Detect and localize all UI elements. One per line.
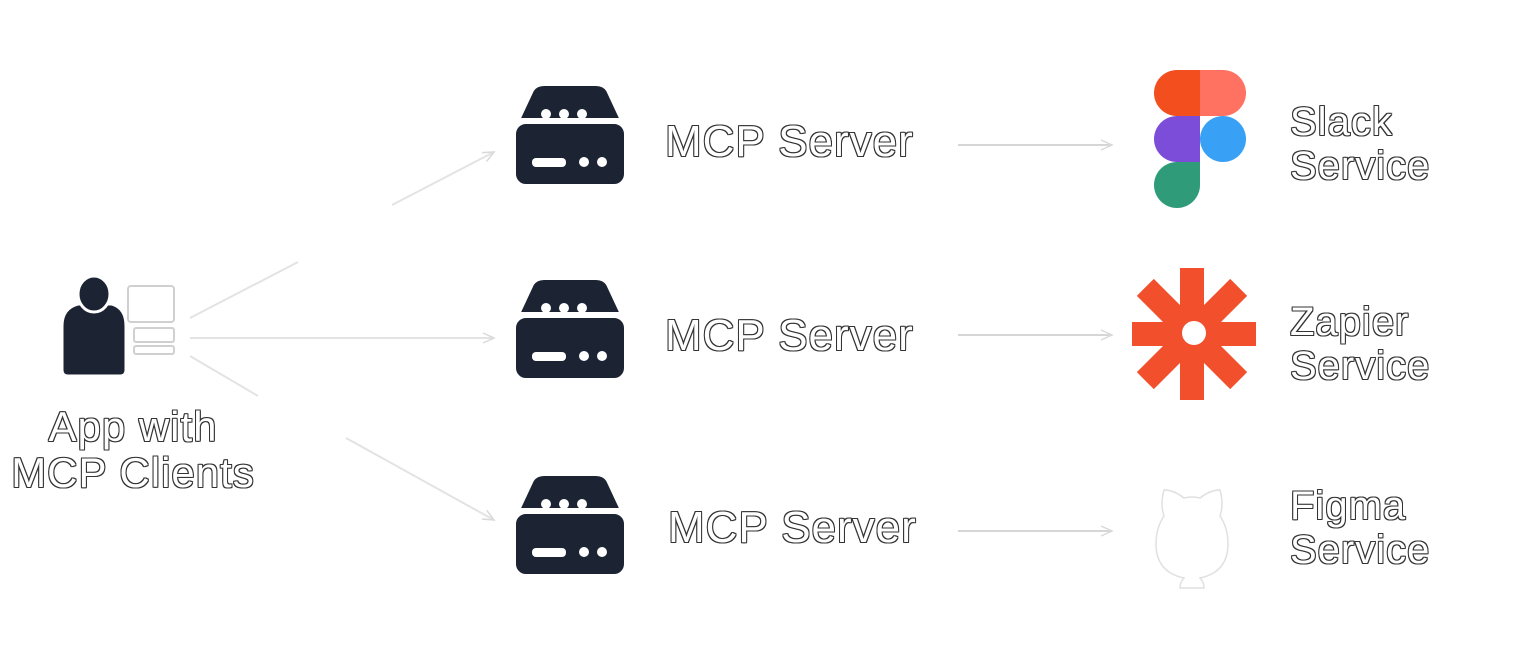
server-icon-2 xyxy=(512,276,628,382)
github-logo-icon xyxy=(1155,489,1229,589)
connector-client-server-1-head xyxy=(391,151,496,206)
service-label-1-line2: Service xyxy=(1290,144,1431,188)
server-icon-3 xyxy=(512,472,628,578)
client-label: App with MCP Clients xyxy=(8,403,258,497)
service-label-2: Zapier Service xyxy=(1290,300,1430,388)
server-label-1: MCP Server xyxy=(665,117,914,166)
server-to-service-connectors xyxy=(958,139,1114,537)
service-label-3-line1: Figma xyxy=(1290,484,1407,528)
connector-client-server-3-head xyxy=(345,437,496,521)
service-label-2-line2: Service xyxy=(1290,344,1431,388)
service-label-3-line2: Service xyxy=(1290,528,1431,572)
client-label-line1: App with xyxy=(48,403,218,450)
connector-client-server-1 xyxy=(189,261,299,319)
server-label-3: MCP Server xyxy=(668,503,917,552)
figma-logo-icon xyxy=(1154,70,1246,208)
server-icon-1 xyxy=(512,82,628,188)
service-label-3: Figma Service xyxy=(1290,484,1430,572)
service-label-2-line1: Zapier xyxy=(1290,300,1410,344)
connector-client-server-3 xyxy=(189,355,259,397)
client-label-line2: MCP Clients xyxy=(11,449,255,497)
zapier-logo-icon xyxy=(1132,268,1256,400)
user-with-monitor-icon xyxy=(60,274,175,378)
service-label-1-line1: Slack xyxy=(1290,100,1393,144)
client-to-server-connectors xyxy=(189,151,496,521)
server-label-2: MCP Server xyxy=(665,311,914,360)
service-label-1: Slack Service xyxy=(1290,100,1430,188)
